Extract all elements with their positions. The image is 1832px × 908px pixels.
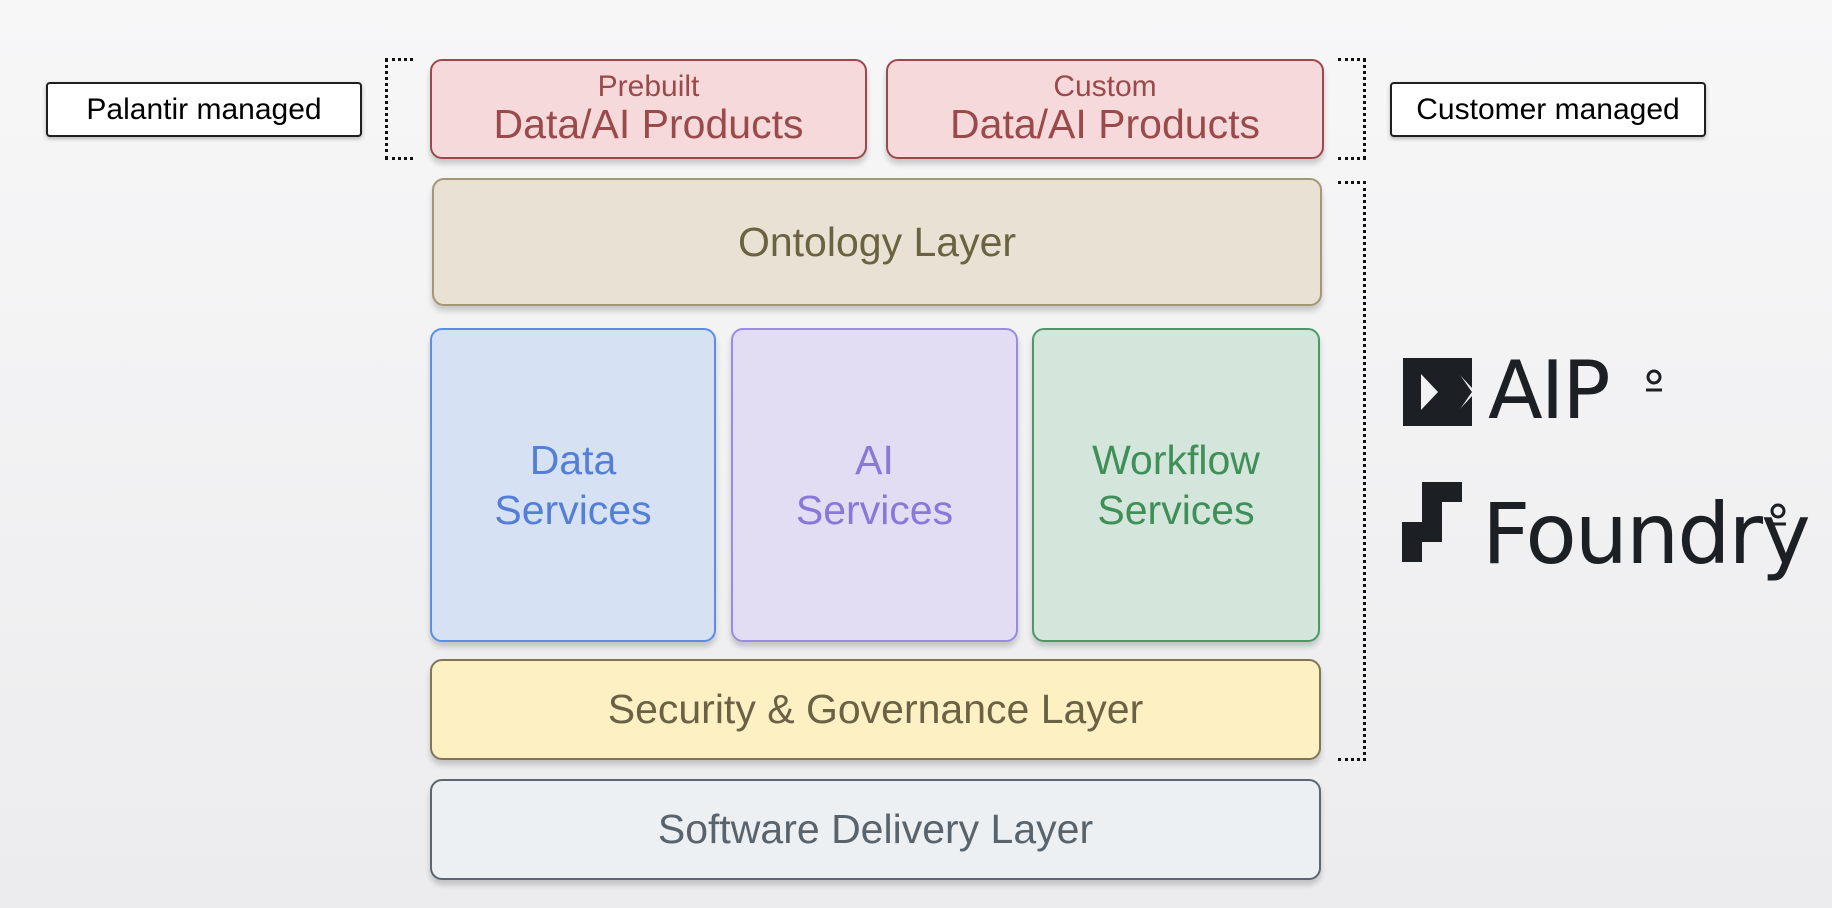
data-services-line2: Services: [494, 487, 652, 533]
workflow-services-line2: Services: [1097, 487, 1255, 533]
custom-products-box: Custom Data/AI Products: [886, 59, 1324, 159]
foundry-logo-icon: [1400, 480, 1464, 562]
data-services-line1: Data: [529, 437, 617, 483]
aip-logo-icon: [1400, 356, 1480, 428]
palantir-managed-label: Palantir managed: [46, 82, 362, 137]
workflow-services-box: Workflow Services: [1032, 328, 1320, 642]
registered-icon: [1644, 368, 1664, 396]
customer-managed-text: Customer managed: [1416, 92, 1680, 126]
prebuilt-products-title: Data/AI Products: [493, 101, 804, 147]
aip-logo-text: AIP: [1488, 344, 1611, 437]
customer-managed-label: Customer managed: [1390, 82, 1706, 137]
prebuilt-products-box: Prebuilt Data/AI Products: [430, 59, 867, 159]
ai-services-box: AI Services: [731, 328, 1018, 642]
registered-icon: [1768, 502, 1788, 530]
workflow-services-line1: Workflow: [1092, 437, 1260, 483]
ontology-layer-label: Ontology Layer: [737, 218, 1017, 265]
prebuilt-products-subtitle: Prebuilt: [597, 70, 700, 103]
security-governance-layer-label: Security & Governance Layer: [607, 686, 1144, 732]
foundry-logo-text: Foundry: [1482, 485, 1811, 583]
ai-services-line1: AI: [855, 437, 894, 483]
customer-products-bracket: [1338, 58, 1366, 160]
customer-platform-bracket: [1338, 181, 1366, 761]
palantir-managed-text: Palantir managed: [86, 92, 322, 126]
palantir-managed-bracket: [385, 58, 413, 160]
security-governance-layer-box: Security & Governance Layer: [430, 659, 1321, 760]
ai-services-line2: Services: [795, 487, 954, 533]
software-delivery-layer-label: Software Delivery Layer: [657, 806, 1094, 852]
software-delivery-layer-box: Software Delivery Layer: [430, 779, 1321, 880]
data-services-box: Data Services: [430, 328, 716, 642]
custom-products-title: Data/AI Products: [950, 101, 1260, 147]
ontology-layer-box: Ontology Layer: [432, 178, 1322, 306]
custom-products-subtitle: Custom: [1053, 70, 1157, 103]
